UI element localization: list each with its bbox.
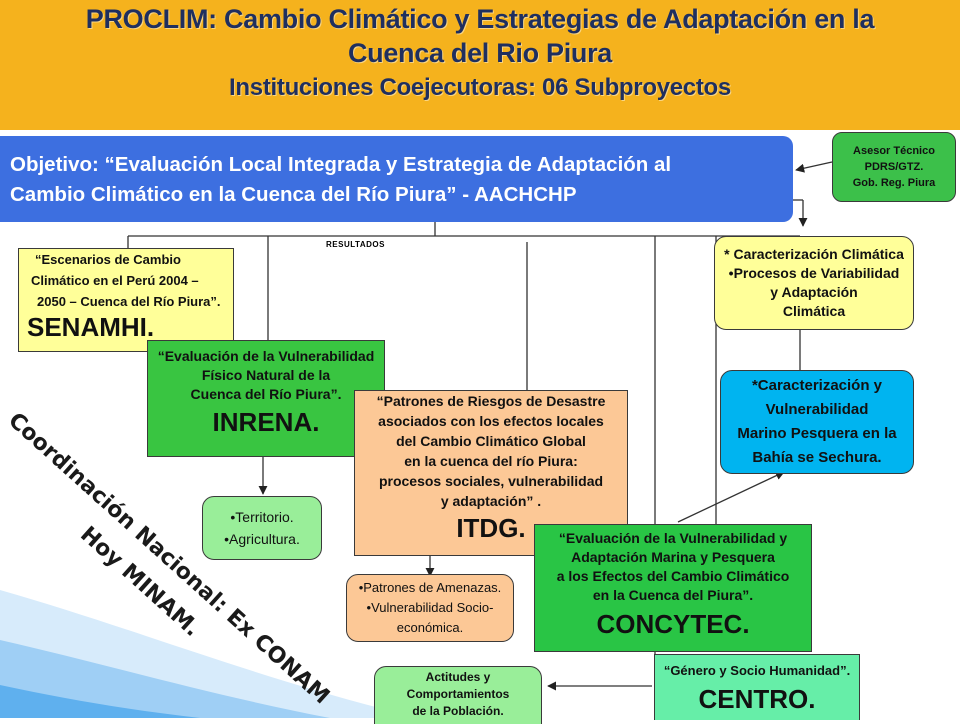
centro-line-1: “Género y Socio Humanidad”. [663,663,851,678]
attitudes-line-1: Actitudes y [425,670,491,684]
inrena-box: “Evaluación de la Vulnerabilidad Físico … [147,340,385,457]
concytec-line-2: Adaptación Marina y Pesquera [571,549,775,565]
senamhi-org: SENAMHI. [27,312,155,342]
results-label: RESULTADOS [326,240,385,249]
senamhi-box: “Escenarios de Cambio Climático en el Pe… [18,248,234,352]
marine-line-1: *Caracterización y [751,377,883,394]
header-banner: PROCLIM: Cambio Climático y Estrategias … [0,0,960,130]
itdg-line-6: y adaptación” . [440,493,542,509]
attitudes-line-2: Comportamientos [406,687,510,701]
climate-characterization-box: * Caracterización Climática •Procesos de… [714,236,914,330]
title-line-2: Cuenca del Rio Piura [347,38,613,68]
subtitle: Instituciones Coejecutoras: 06 Subproyec… [229,74,731,101]
senamhi-line-1: “Escenarios de Cambio [35,252,181,267]
hazards-box: •Patrones de Amenazas. •Vulnerabilidad S… [346,574,514,642]
inrena-line-1: “Evaluación de la Vulnerabilidad [157,348,375,364]
hazards-item-1: •Patrones de Amenazas. [358,580,502,595]
title-line-1: PROCLIM: Cambio Climático y Estrategias … [85,4,875,34]
advisor-box: Asesor Técnico PDRS/GTZ. Gob. Reg. Piura [832,132,956,202]
itdg-line-5: procesos sociales, vulnerabilidad [378,473,604,489]
itdg-line-4: en la cuenca del río Piura: [404,453,578,469]
itdg-line-1: “Patrones de Riesgos de Desastre [376,393,606,409]
hazards-item-2: •Vulnerabilidad Socio- [366,600,494,615]
concytec-line-4: en la Cuenca del Piura”. [592,587,754,603]
itdg-line-3: del Cambio Climático Global [396,433,586,449]
territory-box: •Territorio. •Agricultura. [202,496,322,560]
climate-line-2: •Procesos de Variabilidad [728,265,900,281]
attitudes-line-3: de la Población. [412,704,504,718]
marine-line-2: Vulnerabilidad [765,401,869,418]
climate-line-4: Climática [782,303,846,319]
itdg-org: ITDG. [456,513,526,543]
concytec-org: CONCYTEC. [596,609,750,639]
objective-line-1: Objetivo: “Evaluación Local Integrada y … [10,153,672,176]
senamhi-line-3: 2050 – Cuenca del Río Piura”. [37,294,221,309]
hazards-item-3: económica. [396,620,464,635]
itdg-box: “Patrones de Riesgos de Desastre asociad… [354,390,628,556]
advisor-line-1: Asesor Técnico [853,145,935,157]
inrena-line-3: Cuenca del Río Piura”. [190,386,342,402]
concytec-box: “Evaluación de la Vulnerabilidad y Adapt… [534,524,812,652]
advisor-line-2: PDRS/GTZ. [864,161,924,173]
climate-line-3: y Adaptación [770,284,858,300]
centro-org: CENTRO. [698,684,816,714]
centro-box: “Género y Socio Humanidad”. CENTRO. [654,654,860,720]
objective-box: Objetivo: “Evaluación Local Integrada y … [0,136,793,222]
senamhi-line-2: Climático en el Perú 2004 – [31,273,199,288]
advisor-line-3: Gob. Reg. Piura [852,177,936,189]
marine-line-4: Bahía se Sechura. [752,449,882,466]
objective-line-2: Cambio Climático en la Cuenca del Río Pi… [10,183,577,206]
inrena-line-2: Físico Natural de la [201,367,331,383]
concytec-line-3: a los Efectos del Cambio Climático [556,568,790,584]
attitudes-box: Actitudes y Comportamientos de la Poblac… [374,666,542,724]
concytec-line-1: “Evaluación de la Vulnerabilidad y [558,530,788,546]
itdg-line-2: asociados con los efectos locales [378,413,604,429]
territory-item-2: •Agricultura. [224,531,300,547]
decorative-wave [0,590,420,718]
climate-line-1: * Caracterización Climática [724,246,904,262]
marine-line-3: Marino Pesquera en la [737,425,897,442]
marine-characterization-box: *Caracterización y Vulnerabilidad Marino… [720,370,914,474]
territory-item-1: •Territorio. [230,509,294,525]
inrena-org: INRENA. [212,407,320,437]
